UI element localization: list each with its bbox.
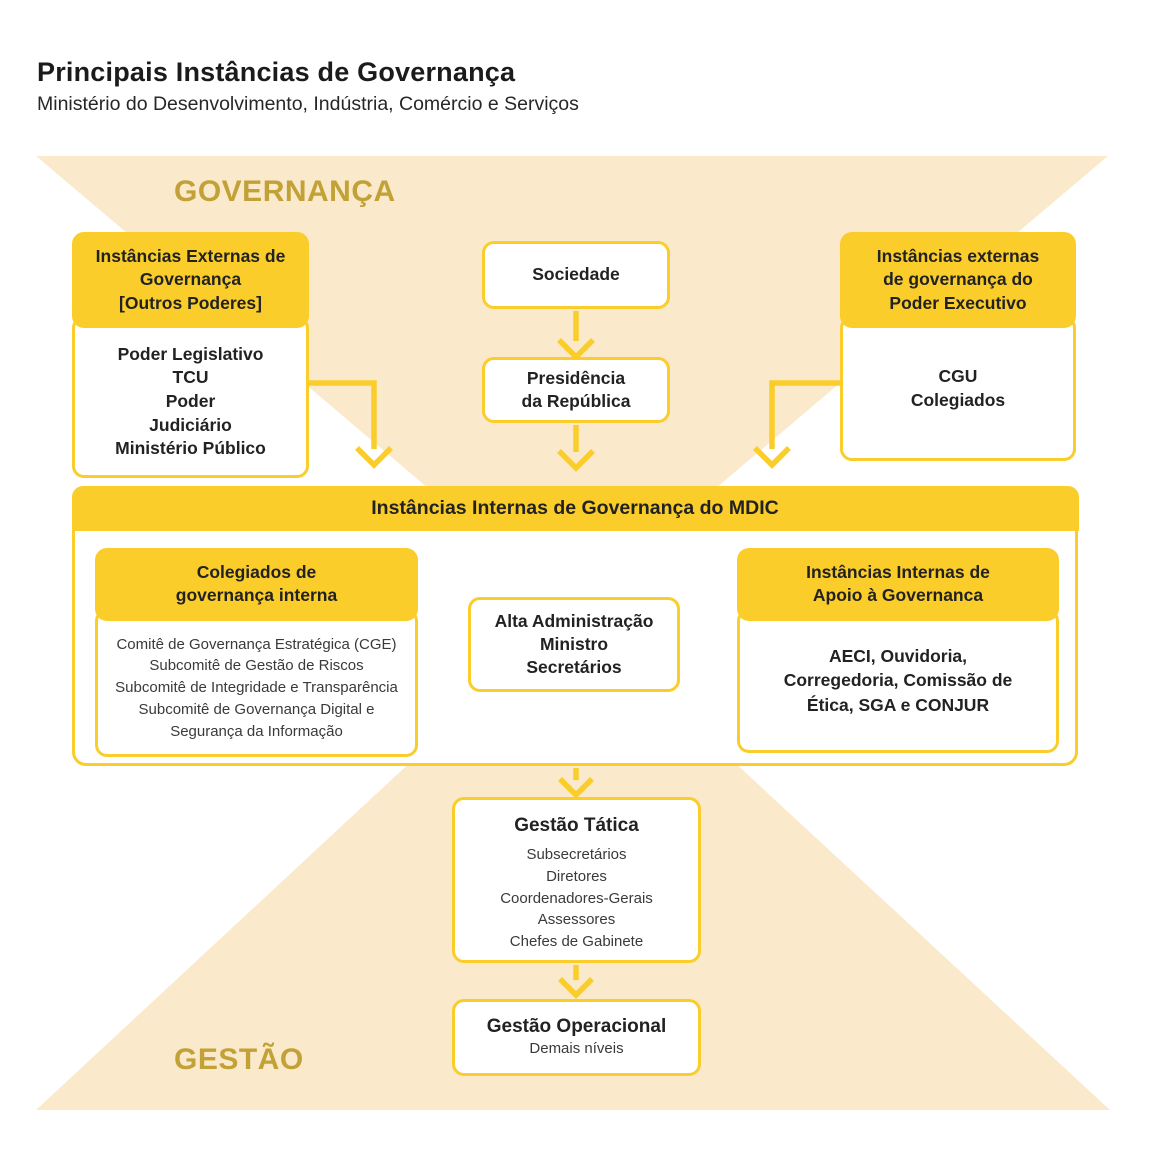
header-line: [Outros Poderes] [119, 292, 262, 313]
list-item: Colegiados [910, 390, 1006, 411]
gestao-operacional-title: Gestão Operacional [486, 1015, 667, 1037]
apoio-body: AECI, Ouvidoria, Corregedoria, Comissão … [737, 608, 1059, 753]
arrow-gestao-tatica-to-operacional [558, 965, 594, 999]
page-subtitle: Ministério do Desenvolvimento, Indústria… [37, 93, 579, 115]
sociedade-label: Sociedade [532, 264, 620, 285]
alta-line: Ministro [539, 633, 609, 654]
arrow-mdic-to-gestao-tatica [558, 768, 594, 799]
list-item: CGU [938, 365, 978, 386]
gestao-operacional-subtitle: Demais níveis [529, 1039, 624, 1057]
list-item: Subcomitê de Integridade e Transparência [115, 679, 398, 697]
gestao-tatica-list: Subsecretários Diretores Coordenadores-G… [500, 844, 653, 953]
external-governance-executive-card: Instâncias externas de governança do Pod… [840, 232, 1076, 461]
colegiados-header: Colegiados de governança interna [95, 548, 418, 621]
arrow-presidencia-to-mdic [557, 425, 595, 472]
presidencia-box: Presidência da República [482, 357, 670, 423]
presidencia-line: Presidência [526, 367, 626, 388]
external-governance-other-powers-card: Instâncias Externas de Governança [Outro… [72, 232, 309, 478]
body-line: AECI, Ouvidoria, [828, 645, 968, 666]
list-item: Subsecretários [526, 846, 627, 863]
list-item: Subcomitê de Gestão de Riscos [149, 657, 364, 675]
alta-line: Alta Administração [494, 610, 654, 631]
mdic-panel-title: Instâncias Internas de Governança do MDI… [371, 496, 779, 519]
header-line: Colegiados de [196, 562, 317, 582]
external-governance-other-powers-body: Poder Legislativo TCU Poder Judiciário M… [72, 315, 309, 478]
external-governance-other-powers-header: Instâncias Externas de Governança [Outro… [72, 232, 309, 328]
list-item: Chefes de Gabinete [509, 933, 644, 950]
colegiados-body: Comitê de Governança Estratégica (CGE) S… [95, 608, 418, 758]
header-line: governança interna [175, 585, 338, 606]
external-governance-executive-header: Instâncias externas de governança do Pod… [840, 232, 1076, 328]
list-item: Subcomitê de Governança Digital e Segura… [138, 700, 375, 740]
gestao-tatica-title: Gestão Tática [514, 815, 639, 836]
header-line: Apoio à Governanca [812, 585, 984, 606]
list-item: Poder [165, 391, 216, 412]
header-line: Governança [139, 269, 242, 290]
arrow-outros-poderes-to-mdic [309, 380, 393, 469]
body-line: Corregedoria, Comissão de [783, 670, 1013, 691]
list-item: Assessores [537, 911, 616, 929]
gestao-operacional-box: Gestão Operacional Demais níveis [452, 999, 701, 1076]
list-item: Diretores [546, 867, 607, 885]
governance-zone-label: GOVERNANÇA [174, 175, 396, 208]
gestao-tatica-box: Gestão Tática Subsecretários Diretores C… [452, 797, 701, 963]
alta-line: Secretários [526, 657, 622, 678]
management-zone-label: GESTÃO [174, 1043, 304, 1076]
presidencia-line: da República [521, 391, 631, 411]
colegiados-governanca-interna-card: Colegiados de governança interna Comitê … [95, 548, 418, 758]
page-title: Principais Instâncias de Governança [37, 57, 516, 87]
list-item: Coordenadores-Gerais [500, 889, 653, 907]
header-line: de governança do [883, 269, 1033, 290]
list-item: Judiciário [149, 414, 232, 435]
header-line: Instâncias Externas de [95, 246, 286, 266]
alta-administracao-box: Alta Administração Ministro Secretários [468, 597, 680, 692]
header-line: Poder Executivo [889, 292, 1027, 313]
apoio-header: Instâncias Internas de Apoio à Governanc… [737, 548, 1059, 621]
sociedade-box: Sociedade [482, 241, 670, 309]
external-governance-executive-body: CGU Colegiados [840, 315, 1076, 461]
mdic-panel-header: Instâncias Internas de Governança do MDI… [71, 485, 1079, 531]
list-item: Comitê de Governança Estratégica (CGE) [116, 635, 397, 653]
list-item: Poder Legislativo [117, 343, 264, 364]
body-line: Ética, SGA e CONJUR [806, 694, 990, 715]
arrow-executivo-to-mdic [753, 380, 841, 469]
list-item: Ministério Público [115, 438, 266, 459]
header-line: Instâncias externas [876, 246, 1040, 266]
header-line: Instâncias Internas de [806, 562, 990, 582]
apoio-governanca-card: Instâncias Internas de Apoio à Governanc… [737, 548, 1059, 753]
list-item: TCU [172, 367, 209, 388]
